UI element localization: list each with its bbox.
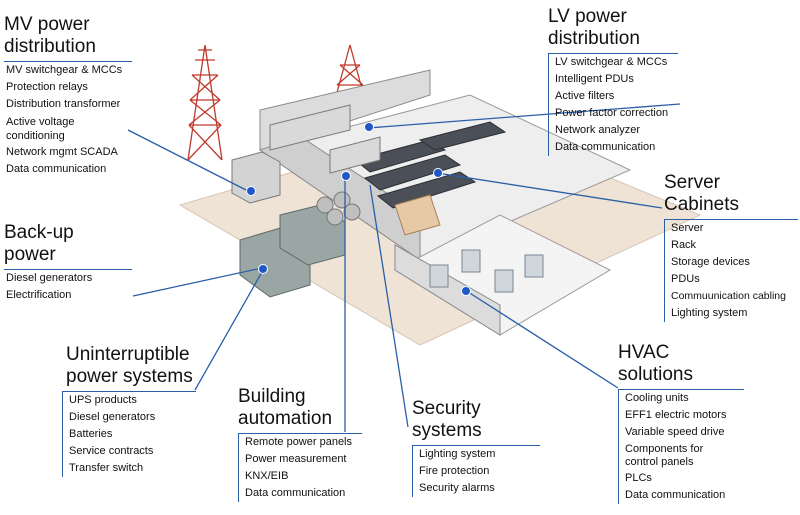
hvac-leader — [464, 289, 619, 389]
mv-item: MV switchgear & MCCs — [6, 64, 123, 76]
security-item: Security alarms — [419, 482, 495, 494]
ups-item: Batteries — [69, 428, 113, 440]
lv-item: Network analyzer — [555, 124, 640, 136]
hvac-item: Components for control panels — [625, 443, 704, 468]
backup-leader — [132, 267, 263, 297]
hvac-title-line1: HVAC — [618, 342, 670, 363]
building-item: Remote power panels — [245, 436, 353, 448]
server-leader — [436, 172, 663, 209]
mv-leader — [127, 129, 251, 193]
ups-title-line2: power systems — [66, 366, 193, 387]
server-item: Storage devices — [671, 256, 750, 268]
security-leader — [369, 184, 409, 428]
building-title-line2: automation — [238, 408, 333, 429]
building-marker-dot — [341, 171, 351, 181]
backup-title-line1: Back-up — [4, 222, 74, 243]
ups-item: Service contracts — [69, 445, 154, 457]
building-item: KNX/EIB — [245, 470, 289, 482]
callout-building-automation: Building automation Remote power panels … — [238, 386, 362, 502]
mv-item: Network mgmt SCADA — [6, 146, 118, 158]
power-pylon-right — [334, 44, 366, 101]
security-item: Lighting system — [419, 448, 496, 460]
hvac-title-line2: solutions — [618, 364, 693, 385]
callout-mv-power: MV power distribution MV switchgear & MC… — [4, 14, 134, 178]
building-item: Data communication — [245, 487, 346, 499]
control-room — [394, 194, 441, 236]
callout-ups: Uninterruptible power systems UPS produc… — [62, 344, 196, 477]
lv-item: Power factor correction — [555, 107, 669, 119]
lv-title-line1: LV power — [548, 6, 627, 27]
leader-lines — [127, 103, 681, 432]
hvac-room-wall — [394, 244, 501, 336]
server-item: Server — [671, 222, 704, 234]
hvac-marker-dot — [461, 286, 471, 296]
power-pylon-left — [187, 44, 223, 161]
lv-item: Intelligent PDUs — [555, 73, 634, 85]
server-title-line1: Server — [664, 172, 720, 193]
backup-marker-dot — [258, 264, 268, 274]
callout-hvac-solutions: HVAC solutions Cooling units EFF1 electr… — [618, 342, 744, 504]
ups-title-line1: Uninterruptible — [66, 344, 190, 365]
callout-lv-power: LV power distribution LV switchgear & MC… — [548, 6, 678, 156]
hvac-item: PLCs — [625, 472, 652, 484]
mv-kiosk — [231, 151, 281, 204]
building-title-line1: Building — [238, 386, 306, 407]
mv-item: Protection relays — [6, 81, 88, 93]
hvac-item: Variable speed drive — [625, 426, 725, 438]
server-marker-dot — [433, 168, 443, 178]
backup-title-line2: power — [4, 244, 56, 265]
hvac-item: Cooling units — [625, 392, 689, 404]
server-item: Commuunication cabling — [671, 290, 786, 302]
lv-item: Data communication — [555, 141, 656, 153]
hvac-item: Data communication — [625, 489, 726, 501]
hvac-units — [429, 249, 544, 293]
mv-item: Active voltage conditioning — [6, 116, 75, 142]
callout-backup-power: Back-up power Diesel generators Electrif… — [4, 222, 132, 304]
mv-title-line1: MV power — [4, 14, 90, 35]
building-item: Power measurement — [245, 453, 347, 465]
server-item: Lighting system — [671, 307, 748, 319]
security-title-line1: Security — [412, 398, 481, 419]
backup-item: Diesel generators — [6, 272, 93, 284]
ups-leader — [194, 271, 263, 391]
cooling-fans — [316, 191, 361, 226]
server-item: Rack — [671, 239, 697, 251]
callout-server-cabinets: Server Cabinets Server Rack Storage devi… — [664, 172, 798, 322]
ups-item: Diesel generators — [69, 411, 156, 423]
security-title-line2: systems — [412, 420, 482, 441]
lv-item: LV switchgear & MCCs — [555, 56, 668, 68]
lv-leader — [367, 103, 681, 129]
server-title-line2: Cabinets — [664, 194, 739, 215]
ups-item: UPS products — [69, 394, 137, 406]
callout-security-systems: Security systems Lighting system Fire pr… — [412, 398, 540, 497]
hvac-item: EFF1 electric motors — [625, 409, 727, 421]
switchgear-row — [269, 104, 381, 174]
server-item: PDUs — [671, 273, 700, 285]
server-rows — [353, 121, 507, 209]
mv-item: Distribution transformer — [6, 98, 121, 110]
security-item: Fire protection — [419, 465, 490, 477]
mv-title-line2: distribution — [4, 36, 96, 57]
lv-title-line2: distribution — [548, 28, 640, 49]
ups-item: Transfer switch — [69, 462, 144, 474]
mv-item: Data communication — [6, 163, 107, 175]
mv-marker-dot — [246, 186, 256, 196]
lv-item: Active filters — [555, 90, 615, 102]
backup-item: Electrification — [6, 289, 72, 301]
lv-marker-dot — [364, 122, 374, 132]
